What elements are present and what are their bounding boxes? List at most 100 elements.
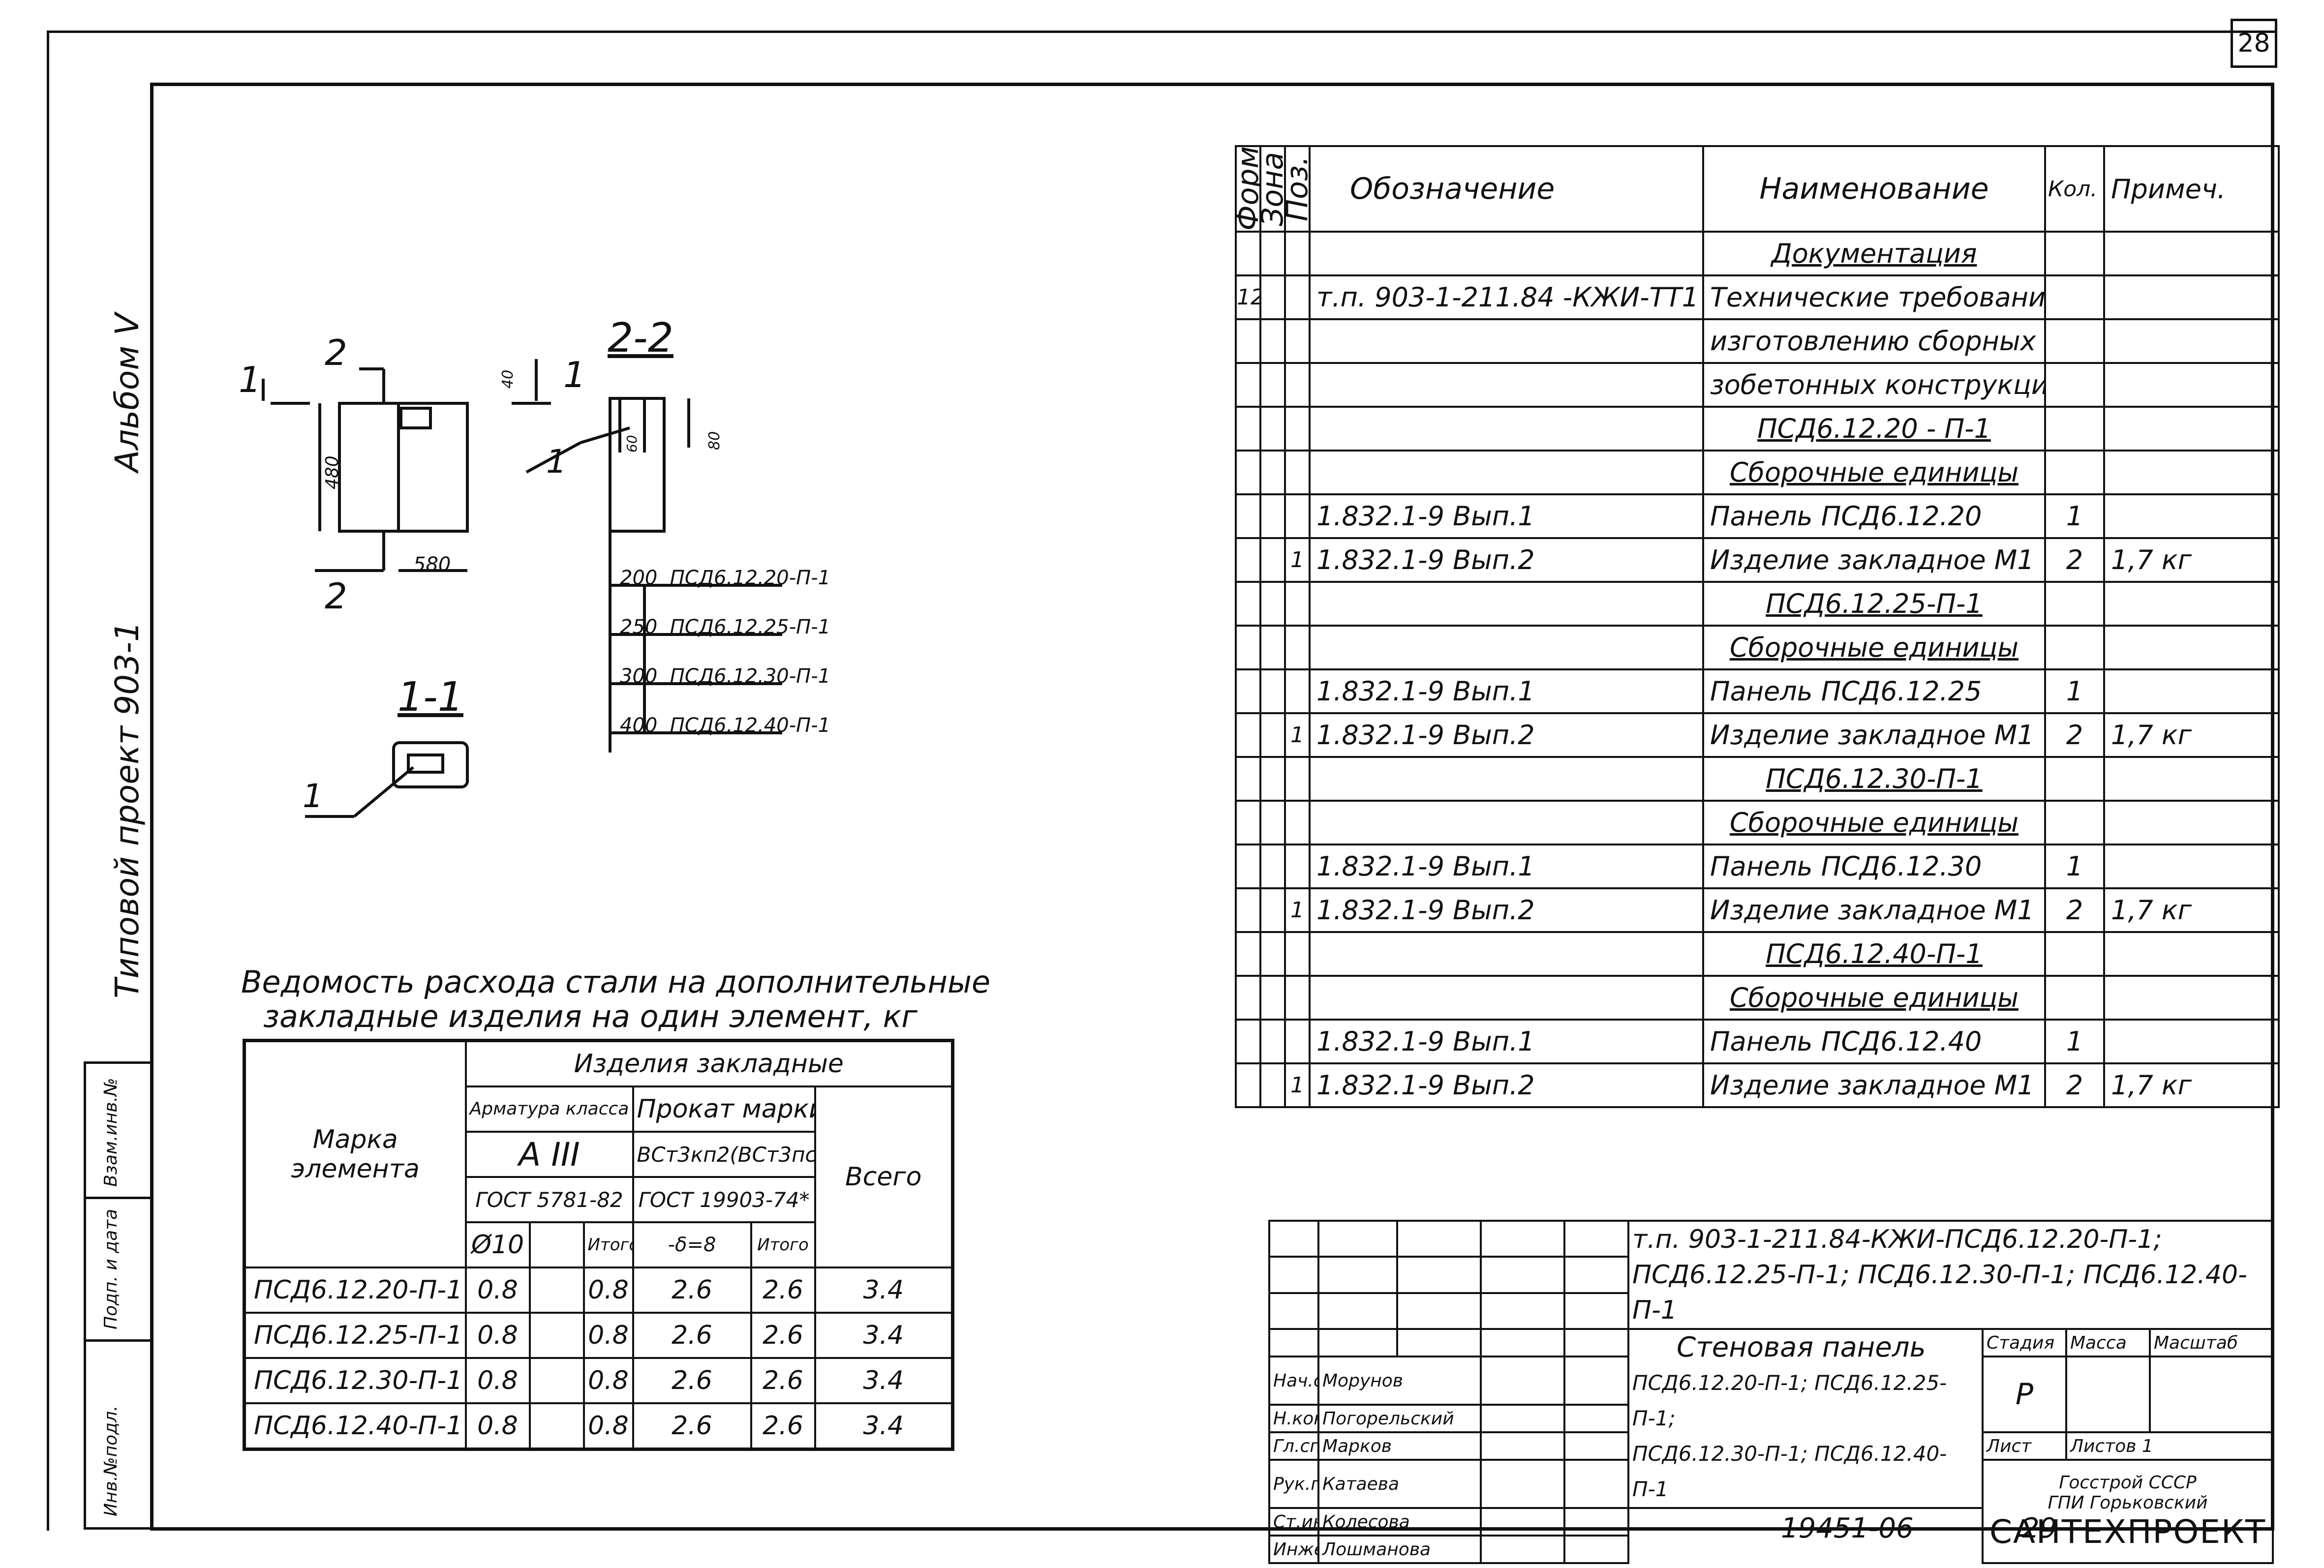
spec-note bbox=[2103, 318, 2280, 364]
stamp-label: Подп. и дата bbox=[101, 1208, 121, 1329]
spec-name: Сборочные единицы bbox=[1702, 975, 2046, 1021]
spec-designation bbox=[1309, 931, 1704, 977]
signature-role: Инженер bbox=[1268, 1535, 1319, 1564]
spec-designation: 1.832.1-9 Вып.2 bbox=[1309, 712, 1704, 758]
spec-name: Панель ПСД6.12.40 bbox=[1702, 1019, 2046, 1064]
title-name: Стеновая панель bbox=[1677, 1331, 1926, 1363]
scale-header: Масштаб bbox=[2148, 1328, 2274, 1357]
header-rolled-gost: ГОСТ 19903-74* bbox=[632, 1176, 816, 1223]
spec-pos bbox=[1284, 581, 1311, 627]
spec-format bbox=[1235, 625, 1261, 670]
spec-note bbox=[2103, 1019, 2280, 1064]
dim-60: 60 bbox=[624, 435, 640, 452]
steel-mark: ПСД6.12.20-П-1 bbox=[243, 1266, 467, 1314]
signature-role: Ст.инж. bbox=[1268, 1507, 1319, 1537]
signature-date bbox=[1563, 1535, 1629, 1564]
spec-format bbox=[1235, 450, 1261, 495]
title-block: т.п. 903-1-211.84-КЖИ-ПСД6.12.20-П-1; ПС… bbox=[1268, 1219, 2274, 1564]
steel-sum2: 2.6 bbox=[750, 1357, 816, 1404]
spec-format bbox=[1235, 493, 1261, 539]
spec-format bbox=[1235, 537, 1261, 583]
header-format: Формат bbox=[1236, 146, 1260, 232]
spec-format bbox=[1235, 581, 1261, 627]
spec-zone bbox=[1259, 800, 1286, 845]
spec-name: Изделие закладное М1 bbox=[1702, 537, 2046, 583]
header-d10: Ø10 bbox=[464, 1221, 531, 1268]
stage-header: Стадия bbox=[1982, 1328, 2067, 1357]
spec-pos: 1 bbox=[1284, 537, 1311, 583]
spec-zone bbox=[1259, 231, 1286, 276]
signature-date bbox=[1563, 1459, 1629, 1509]
spec-pos: 1 bbox=[1284, 1062, 1311, 1108]
section-1-1-label: 1-1 bbox=[398, 674, 463, 721]
spec-designation bbox=[1309, 318, 1704, 364]
header-sum: Итого bbox=[582, 1221, 634, 1268]
mark-label: 1 bbox=[303, 777, 323, 815]
header-pos: Поз. bbox=[1285, 146, 1310, 232]
spec-qty: 1 bbox=[2044, 668, 2105, 714]
scale-value bbox=[2148, 1356, 2274, 1433]
steel-mark: ПСД6.12.30-П-1 bbox=[243, 1357, 467, 1404]
spec-row: Сборочные единицы bbox=[1235, 450, 2280, 495]
steel-caption-line2: закладные изделия на один элемент, кг bbox=[263, 998, 917, 1034]
thickness-name: ПСД6.12.25-П-1 bbox=[670, 616, 831, 638]
steel-sum2: 2.6 bbox=[750, 1266, 816, 1314]
mark-label: 1 bbox=[563, 354, 586, 395]
signature bbox=[1480, 1507, 1565, 1537]
project-label: Типовой проект 903-1 bbox=[108, 621, 146, 998]
spec-designation bbox=[1309, 231, 1704, 276]
spec-zone bbox=[1259, 712, 1286, 758]
spec-note: 1,7 кг bbox=[2103, 537, 2280, 583]
spec-zone bbox=[1259, 537, 1286, 583]
spec-name: ПСД6.12.25-П-1 bbox=[1702, 581, 2046, 627]
spec-zone bbox=[1259, 625, 1286, 670]
signature-date bbox=[1563, 1356, 1629, 1406]
title-name-l2: ПСД6.12.20-П-1; ПСД6.12.25-П-1; bbox=[1632, 1371, 1947, 1430]
spec-format bbox=[1235, 318, 1261, 364]
signature-name: Колесова bbox=[1317, 1507, 1482, 1537]
header-rolled-grade: ВСт3кп2(ВСт3пс6) bbox=[632, 1131, 816, 1178]
spec-pos bbox=[1284, 274, 1311, 320]
spec-designation: 1.832.1-9 Вып.2 bbox=[1309, 1062, 1704, 1108]
header-note: Примеч. bbox=[2103, 145, 2280, 233]
spec-format bbox=[1235, 362, 1261, 408]
header-mark: Марка элемента bbox=[243, 1039, 467, 1268]
spec-qty bbox=[2044, 362, 2105, 408]
header-empty bbox=[528, 1221, 585, 1268]
spec-name: Сборочные единицы bbox=[1702, 800, 2046, 845]
spec-qty bbox=[2044, 318, 2105, 364]
spec-row: Сборочные единицы bbox=[1235, 625, 2280, 670]
steel-t8: 2.6 bbox=[632, 1402, 752, 1450]
spec-pos bbox=[1284, 231, 1311, 276]
signature-row: ИнженерЛошманова bbox=[1268, 1535, 2273, 1564]
spec-format bbox=[1235, 975, 1261, 1021]
mass-value bbox=[2065, 1356, 2151, 1433]
steel-mark: ПСД6.12.25-П-1 bbox=[243, 1312, 467, 1359]
spec-pos bbox=[1284, 800, 1311, 845]
spec-name: Изделие закладное М1 bbox=[1702, 712, 2046, 758]
spec-format bbox=[1235, 1019, 1261, 1064]
spec-zone bbox=[1259, 887, 1286, 933]
spec-row: ПСД6.12.30-П-1 bbox=[1235, 756, 2280, 802]
signature-name: Погорельский bbox=[1317, 1404, 1482, 1433]
steel-t8: 2.6 bbox=[632, 1312, 752, 1359]
steel-sum1: 0.8 bbox=[582, 1266, 634, 1314]
org-line2: ГПИ Горьковский bbox=[2048, 1492, 2208, 1513]
spec-designation bbox=[1309, 406, 1704, 452]
mark-label: 2 bbox=[325, 332, 347, 373]
signature-name: Марков bbox=[1317, 1431, 1482, 1461]
steel-d10: 0.8 bbox=[464, 1266, 531, 1314]
spec-qty: 1 bbox=[2044, 1019, 2105, 1064]
spec-designation: 1.832.1-9 Вып.1 bbox=[1309, 844, 1704, 889]
header-total: Всего bbox=[814, 1086, 954, 1268]
thickness-value: 400 bbox=[620, 714, 658, 737]
spec-pos: 1 bbox=[1284, 712, 1311, 758]
spec-note bbox=[2103, 931, 2280, 977]
spec-note bbox=[2103, 975, 2280, 1021]
stamp-label: Взам.инв.№ bbox=[101, 1078, 121, 1187]
